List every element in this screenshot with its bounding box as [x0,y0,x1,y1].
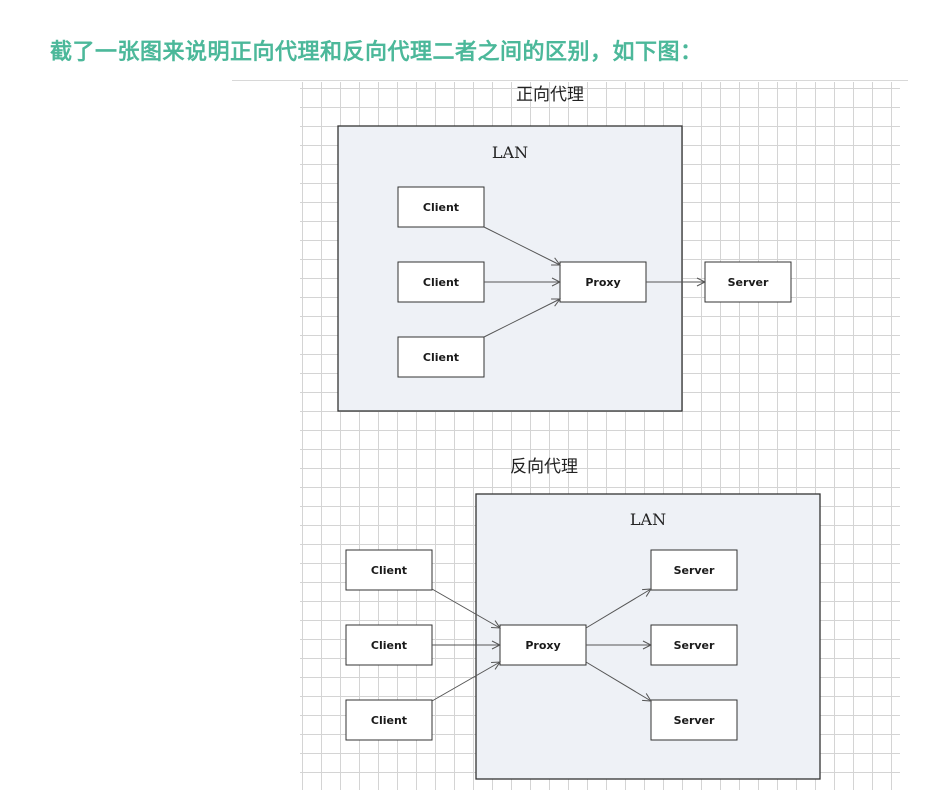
forward-client-3-label: Client [423,351,459,364]
reverse-proxy-title: 反向代理 [510,457,578,477]
reverse-client-1: Client [345,549,433,591]
forward-client-2-label: Client [423,276,459,289]
reverse-client-2: Client [345,624,433,666]
forward-server-node: Server [704,261,792,303]
reverse-client-2-label: Client [371,639,407,652]
forward-arrow-client3-proxy [483,299,560,338]
reverse-arrow-proxy-server3 [585,661,651,701]
diagram-canvas: 正向代理 LAN Client Client Client Proxy Serv… [337,85,821,780]
reverse-proxy-label: Proxy [525,639,560,652]
reverse-server-1-label: Server [674,564,715,577]
page-heading: 截了一张图来说明正向代理和反向代理二者之间的区别，如下图： [50,40,703,65]
forward-client-1: Client [397,186,485,228]
forward-lan-label: LAN [492,143,528,162]
reverse-arrow-client3-proxy [431,662,500,702]
proxy-diagram: 正向代理 LAN Client Client Client Proxy Serv… [300,82,900,790]
reverse-arrow-proxy-server1 [585,589,651,629]
forward-proxy-label: Proxy [585,276,620,289]
reverse-server-3-label: Server [674,714,715,727]
forward-client-1-label: Client [423,201,459,214]
reverse-client-1-label: Client [371,564,407,577]
reverse-server-2-label: Server [674,639,715,652]
divider-line [232,80,908,81]
reverse-proxy-node: Proxy [499,624,587,666]
forward-server-label: Server [728,276,769,289]
reverse-arrow-client1-proxy [431,588,500,628]
forward-proxy-title: 正向代理 [516,85,584,105]
reverse-server-3: Server [650,699,738,741]
forward-client-2: Client [397,261,485,303]
reverse-lan-label: LAN [630,510,666,529]
reverse-client-3: Client [345,699,433,741]
reverse-server-2: Server [650,624,738,666]
forward-proxy-node: Proxy [559,261,647,303]
reverse-server-1: Server [650,549,738,591]
forward-arrow-client1-proxy [483,226,560,265]
forward-client-3: Client [397,336,485,378]
reverse-client-3-label: Client [371,714,407,727]
